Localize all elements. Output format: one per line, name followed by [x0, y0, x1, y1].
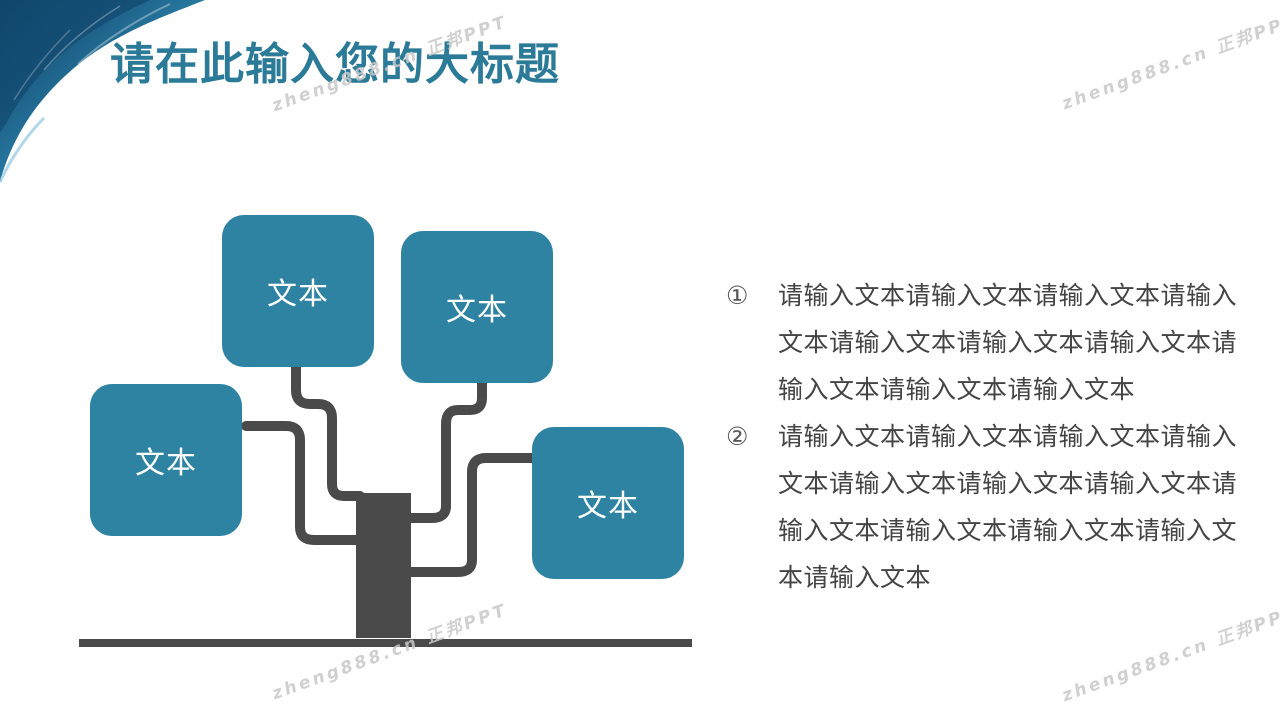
description-list: ① 请输入文本请输入文本请输入文本请输入文本请输入文本请输入文本请输入文本请输入…	[726, 272, 1246, 601]
list-marker: ①	[726, 281, 749, 310]
branch-right	[403, 453, 537, 577]
tree-box-top-left: 文本	[222, 215, 374, 367]
tree-diagram	[79, 360, 692, 647]
list-marker: ②	[726, 422, 749, 451]
branch-left	[241, 421, 365, 545]
watermark: zheng888.cn 正邦PPT	[1059, 602, 1280, 707]
ground-line	[79, 639, 692, 647]
tree-trunk	[356, 493, 411, 638]
slide-title: 请在此输入您的大标题	[110, 39, 560, 90]
list-item-text: 请输入文本请输入文本请输入文本请输入文本请输入文本请输入文本请输入文本请输入文本…	[778, 281, 1238, 404]
list-item: ② 请输入文本请输入文本请输入文本请输入文本请输入文本请输入文本请输入文本请输入…	[726, 413, 1246, 601]
watermark: zheng888.cn 正邦PPT	[1059, 10, 1280, 115]
list-item: ① 请输入文本请输入文本请输入文本请输入文本请输入文本请输入文本请输入文本请输入…	[726, 272, 1246, 413]
tree-box-right: 文本	[532, 427, 684, 579]
tree-box-left: 文本	[90, 384, 242, 536]
branch-top-left	[291, 360, 365, 501]
tree-box-top-right: 文本	[401, 231, 553, 383]
branch-top-right	[403, 375, 487, 523]
list-item-text: 请输入文本请输入文本请输入文本请输入文本请输入文本请输入文本请输入文本请输入文本…	[778, 422, 1238, 592]
